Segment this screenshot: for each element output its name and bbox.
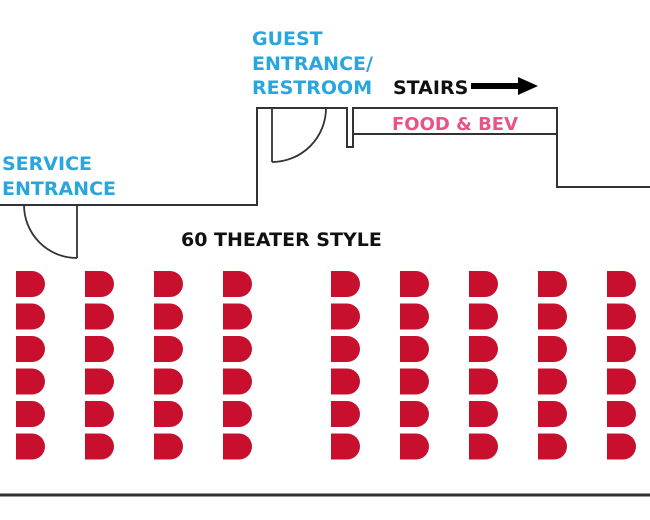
d-shaped-chair-icon (607, 433, 637, 460)
d-shaped-chair-icon (607, 303, 637, 330)
d-shaped-chair-icon (538, 303, 567, 330)
guest-entrance-label: GUEST ENTRANCE/ RESTROOM (252, 27, 373, 101)
d-shaped-chair-icon (469, 401, 498, 427)
d-shaped-chair-icon (607, 336, 636, 362)
right-arrow-icon (471, 77, 538, 95)
food-bev-counter (352, 107, 558, 135)
d-shaped-chair-icon (538, 336, 567, 362)
d-shaped-chair-icon (400, 303, 429, 330)
guest-entrance-line-1: GUEST (252, 28, 323, 50)
d-shaped-chair-icon (331, 271, 360, 297)
d-shaped-chair-icon (154, 368, 183, 395)
d-shaped-chair-icon (469, 271, 498, 297)
d-shaped-chair-icon (331, 303, 360, 330)
d-shaped-chair-icon (16, 401, 45, 427)
service-entrance-label: SERVICE ENTRANCE (2, 152, 116, 201)
d-shaped-chair-icon (85, 368, 114, 395)
d-shaped-chair-icon (400, 336, 429, 362)
d-shaped-chair-icon (85, 401, 114, 427)
d-shaped-chair-icon (223, 271, 252, 297)
d-shaped-chair-icon (223, 368, 253, 395)
service-entrance-line-1: SERVICE (2, 153, 92, 175)
d-shaped-chair-icon (16, 303, 45, 330)
d-shaped-chair-icon (607, 401, 636, 427)
food-bev-label: FOOD & BEV (392, 114, 519, 135)
d-shaped-chair-icon (538, 433, 567, 460)
d-shaped-chair-icon (538, 368, 567, 395)
d-shaped-chair-icon (469, 368, 498, 395)
d-shaped-chair-icon (154, 433, 183, 460)
seating-area (16, 271, 637, 460)
d-shaped-chair-icon (154, 401, 183, 427)
d-shaped-chair-icon (16, 368, 45, 395)
d-shaped-chair-icon (400, 433, 429, 460)
stairs-label: STAIRS (393, 77, 469, 99)
d-shaped-chair-icon (331, 401, 360, 427)
d-shaped-chair-icon (16, 433, 45, 460)
d-shaped-chair-icon (85, 336, 114, 362)
service-entrance-line-2: ENTRANCE (2, 177, 116, 200)
door-swing-icon (23, 204, 78, 259)
d-shaped-chair-icon (400, 271, 429, 297)
d-shaped-chair-icon (85, 433, 114, 460)
walls (0, 107, 650, 497)
d-shaped-chair-icon (85, 271, 114, 297)
doors (23, 107, 327, 259)
guest-entrance-line-3: RESTROOM (252, 77, 373, 100)
d-shaped-chair-icon (607, 368, 637, 395)
d-shaped-chair-icon (223, 336, 252, 362)
d-shaped-chair-icon (154, 271, 183, 297)
d-shaped-chair-icon (400, 401, 429, 427)
d-shaped-chair-icon (85, 303, 114, 330)
d-shaped-chair-icon (469, 433, 498, 460)
seating-style-label: 60 THEATER STYLE (181, 229, 382, 251)
d-shaped-chair-icon (16, 271, 45, 297)
wall-outline (0, 107, 650, 206)
d-shaped-chair-icon (16, 336, 45, 362)
door-swing-icon (271, 107, 327, 163)
d-shaped-chair-icon (223, 303, 253, 330)
guest-entrance-line-2: ENTRANCE/ (252, 52, 373, 75)
d-shaped-chair-icon (331, 433, 360, 460)
d-shaped-chair-icon (538, 271, 567, 297)
d-shaped-chair-icon (469, 303, 498, 330)
d-shaped-chair-icon (469, 336, 498, 362)
d-shaped-chair-icon (538, 401, 567, 427)
d-shaped-chair-icon (607, 271, 636, 297)
d-shaped-chair-icon (331, 368, 360, 395)
d-shaped-chair-icon (154, 336, 183, 362)
d-shaped-chair-icon (400, 368, 429, 395)
d-shaped-chair-icon (223, 401, 252, 427)
d-shaped-chair-icon (331, 336, 360, 362)
d-shaped-chair-icon (154, 303, 183, 330)
d-shaped-chair-icon (223, 433, 253, 460)
